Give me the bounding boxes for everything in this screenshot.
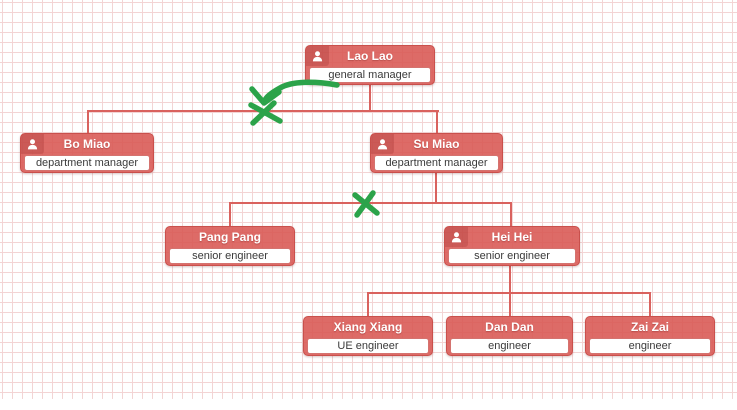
node-header: Zai Zai	[586, 317, 714, 337]
canvas-bottom-edge	[0, 399, 737, 410]
node-name: Xiang Xiang	[333, 320, 403, 334]
node-header: Lao Lao	[306, 46, 434, 66]
node-name: Pang Pang	[198, 230, 261, 244]
node-body: UE engineer	[307, 338, 429, 354]
connector-line	[509, 265, 511, 317]
connector-line	[87, 110, 439, 112]
node-title: engineer	[628, 340, 672, 352]
connector-line	[367, 294, 369, 317]
connector-line	[229, 202, 512, 204]
node-name: Hei Hei	[491, 230, 533, 244]
node-header: Pang Pang	[166, 227, 294, 247]
node-title: department manager	[35, 157, 139, 169]
org-node-bo-miao[interactable]: Bo Miao department manager	[20, 133, 154, 173]
org-node-zai-zai[interactable]: Zai Zai engineer	[585, 316, 715, 356]
node-body: department manager	[24, 155, 150, 171]
connector-line	[435, 172, 437, 203]
node-name: Lao Lao	[346, 49, 393, 63]
org-node-xiang-xiang[interactable]: Xiang Xiang UE engineer	[303, 316, 433, 356]
node-title: department manager	[385, 157, 488, 169]
connector-line	[229, 204, 231, 227]
node-title: general manager	[328, 69, 412, 81]
person-icon	[21, 134, 44, 154]
node-title: engineer	[488, 340, 531, 352]
org-node-hei-hei[interactable]: Hei Hei senior engineer	[444, 226, 580, 266]
node-header: Xiang Xiang	[304, 317, 432, 337]
org-node-pang-pang[interactable]: Pang Pang senior engineer	[165, 226, 295, 266]
person-icon	[306, 46, 329, 66]
node-body: senior engineer	[169, 248, 291, 264]
node-name: Bo Miao	[63, 137, 111, 151]
node-header: Hei Hei	[445, 227, 579, 247]
node-header: Bo Miao	[21, 134, 153, 154]
node-title: senior engineer	[192, 250, 268, 262]
connector-line	[510, 204, 512, 227]
connector-line	[367, 292, 651, 294]
org-node-lao-lao[interactable]: Lao Lao general manager	[305, 45, 435, 85]
connector-line	[436, 112, 438, 134]
org-node-su-miao[interactable]: Su Miao department manager	[370, 133, 503, 173]
node-body: engineer	[589, 338, 711, 354]
node-body: general manager	[309, 67, 431, 83]
node-header: Dan Dan	[447, 317, 572, 337]
connector-line	[369, 84, 371, 111]
node-name: Dan Dan	[485, 320, 534, 334]
node-title: senior engineer	[474, 250, 550, 262]
person-icon	[371, 134, 394, 154]
node-title: UE engineer	[337, 340, 399, 352]
connector-line	[649, 294, 651, 317]
connector-line	[87, 112, 89, 134]
node-header: Su Miao	[371, 134, 502, 154]
person-icon	[445, 227, 468, 247]
node-body: department manager	[374, 155, 499, 171]
node-body: senior engineer	[448, 248, 576, 264]
node-body: engineer	[450, 338, 569, 354]
org-node-dan-dan[interactable]: Dan Dan engineer	[446, 316, 573, 356]
node-name: Zai Zai	[630, 320, 669, 334]
node-name: Su Miao	[413, 137, 460, 151]
